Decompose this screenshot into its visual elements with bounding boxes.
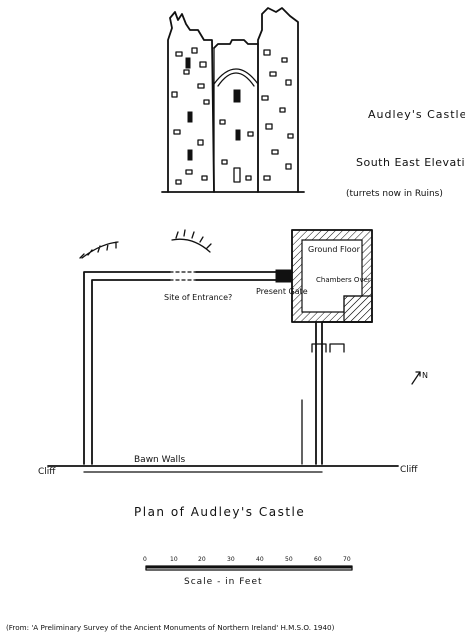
right-turret bbox=[257, 7, 299, 193]
bawn-walls-label: Bawn Walls bbox=[134, 455, 185, 465]
south-east-elevation bbox=[161, 7, 305, 193]
source-citation: (From: 'A Preliminary Survey of the Anci… bbox=[6, 623, 335, 632]
chambers-label: Chambers Over bbox=[316, 276, 371, 284]
cliff-right-label: Cliff bbox=[400, 465, 418, 475]
scale-tick-6: 60 bbox=[314, 556, 322, 563]
scale-tick-0: 0 bbox=[143, 556, 147, 563]
cliff-left-label: Cliff bbox=[38, 467, 56, 477]
stone-pattern bbox=[171, 47, 294, 185]
castle-plan bbox=[47, 229, 399, 473]
north-arrow-icon bbox=[411, 371, 421, 385]
scale-tick-3: 30 bbox=[227, 556, 235, 563]
central-arch bbox=[213, 68, 259, 85]
windows bbox=[185, 57, 241, 183]
north-label: N bbox=[422, 371, 428, 380]
scale-tick-4: 40 bbox=[256, 556, 264, 563]
elevation-subtitle: South East Elevation bbox=[356, 156, 465, 169]
scale-tick-5: 50 bbox=[285, 556, 293, 563]
stair-turret bbox=[343, 295, 373, 323]
scale-tick-2: 20 bbox=[198, 556, 206, 563]
elevation-note: (turrets now in Ruins) bbox=[346, 189, 443, 199]
site-of-entrance-label: Site of Entrance? bbox=[164, 293, 232, 302]
scale-tick-1: 10 bbox=[170, 556, 178, 563]
site-of-entrance-gap bbox=[169, 271, 197, 281]
present-gate-label: Present Gate bbox=[256, 287, 308, 296]
cliff-hachure-mid bbox=[171, 229, 212, 253]
left-turret bbox=[167, 11, 215, 193]
scale-label: Scale - in Feet bbox=[184, 577, 263, 587]
internal-feature bbox=[311, 343, 345, 353]
scale-ticks: 0 10 20 30 40 50 60 70 bbox=[143, 556, 351, 563]
scale-bar bbox=[145, 565, 353, 571]
plan-title: Plan of Audley's Castle bbox=[134, 505, 305, 519]
elevation-title: Audley's Castle bbox=[368, 108, 465, 121]
present-gate-block bbox=[275, 269, 293, 283]
ground-floor-label: Ground Floor bbox=[308, 245, 361, 254]
cliff-hachure-left bbox=[79, 241, 119, 259]
central-tower-top bbox=[213, 39, 259, 49]
scale-tick-7: 70 bbox=[343, 556, 351, 563]
